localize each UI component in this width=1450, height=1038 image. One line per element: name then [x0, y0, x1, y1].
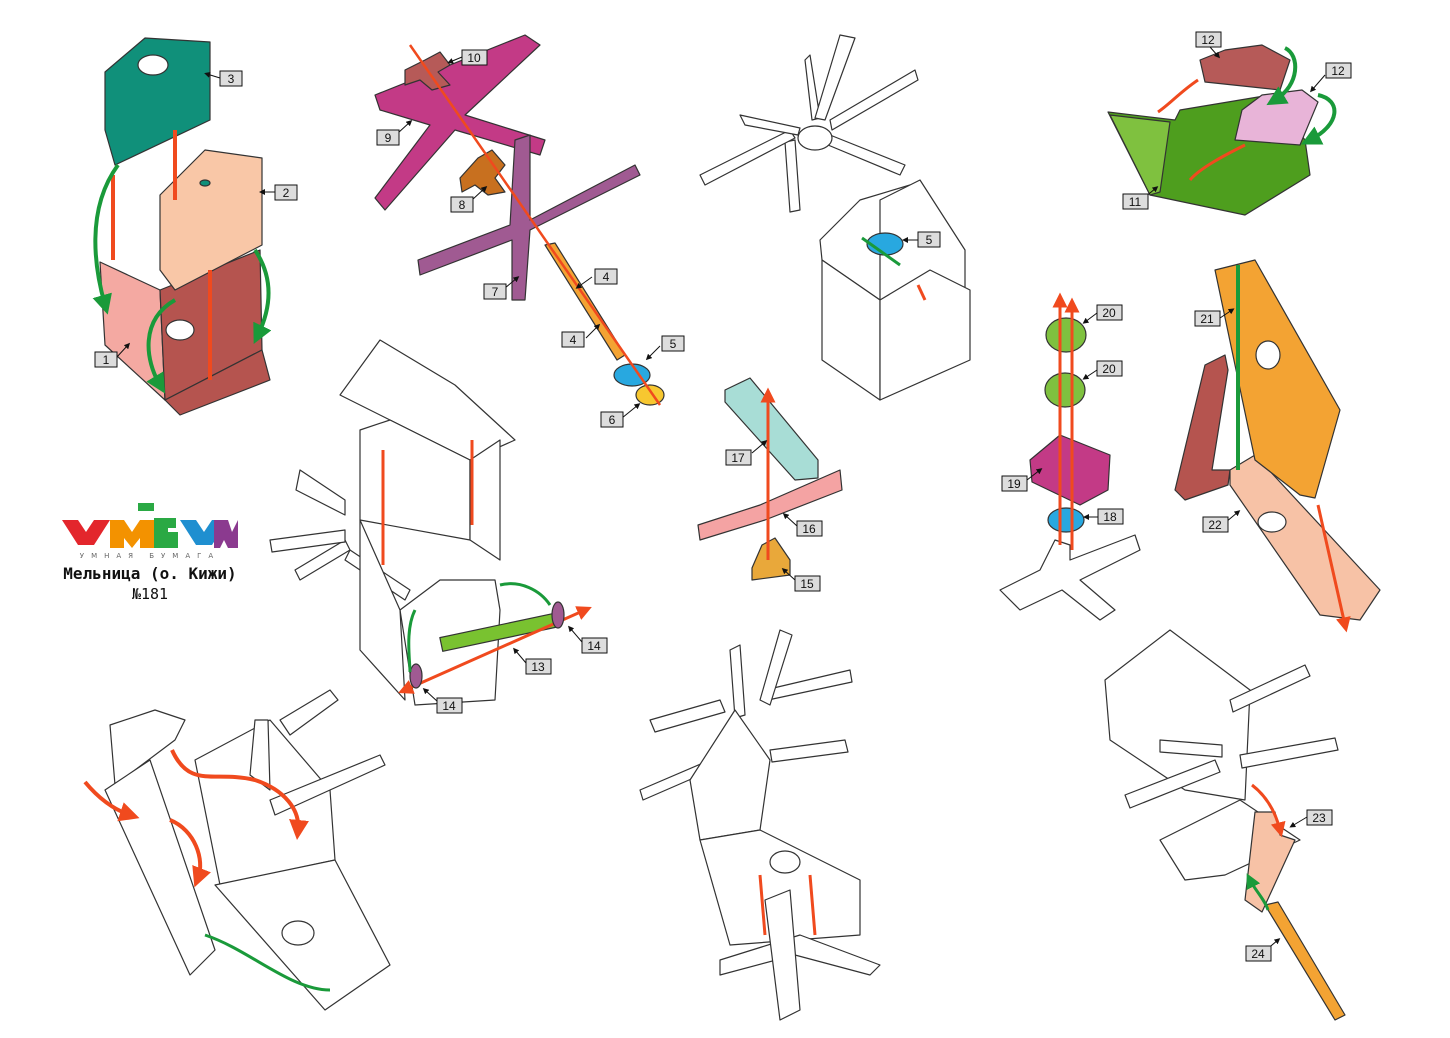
label-part-4a: 4 — [575, 268, 618, 289]
step-house-body — [92, 37, 272, 416]
part-15-support — [751, 537, 791, 581]
svg-text:7: 7 — [492, 285, 499, 299]
part-12-flap-a — [1199, 44, 1291, 91]
part-12-flap-b — [1234, 89, 1319, 146]
svg-text:21: 21 — [1200, 312, 1214, 326]
svg-text:1: 1 — [103, 353, 110, 367]
label-part-5b: 5 — [902, 231, 941, 248]
step-bottom-view — [639, 629, 881, 1021]
label-part-21: 21 — [1194, 308, 1235, 327]
label-part-3: 3 — [204, 70, 243, 87]
svg-text:19: 19 — [1007, 477, 1021, 491]
label-part-20a: 20 — [1082, 304, 1123, 324]
label-part-18: 18 — [1083, 508, 1124, 525]
brand-block: УМНАЯ БУМАГА Мельница (о. Кижи) №181 — [40, 500, 260, 603]
model-title: Мельница (о. Кижи) — [63, 564, 237, 583]
step-sails-cross — [374, 34, 665, 406]
svg-text:6: 6 — [609, 413, 616, 427]
step-roof-flaps — [1107, 44, 1337, 216]
label-part-16: 16 — [782, 512, 823, 537]
part-2-back-wall — [159, 149, 263, 291]
label-part-15: 15 — [781, 567, 821, 592]
label-part-12b: 12 — [1310, 62, 1352, 93]
part-1-hole — [165, 319, 195, 341]
svg-text:18: 18 — [1103, 510, 1117, 524]
part-2-hole — [199, 179, 211, 187]
label-part-23: 23 — [1289, 809, 1333, 828]
label-part-20b: 20 — [1082, 360, 1123, 380]
part-22-stand — [1174, 354, 1231, 501]
svg-text:22: 22 — [1208, 518, 1222, 532]
brand-logo — [62, 503, 238, 548]
label-part-12a: 12 — [1195, 31, 1222, 59]
svg-text:3: 3 — [228, 72, 235, 86]
step-axle-assembly — [269, 339, 592, 706]
label-part-5a: 5 — [645, 335, 685, 361]
part-6-washer — [635, 384, 665, 406]
model-number: №181 — [131, 585, 169, 603]
part-3-front-wall — [104, 37, 211, 166]
label-part-8: 8 — [450, 185, 488, 213]
part-19-collar — [1029, 434, 1111, 506]
label-part-1: 1 — [94, 342, 131, 368]
step-turning-post — [999, 292, 1141, 621]
svg-text:23: 23 — [1312, 811, 1326, 825]
part-4-shaft — [544, 242, 626, 361]
svg-text:13: 13 — [531, 660, 545, 674]
svg-text:11: 11 — [1129, 195, 1142, 209]
part-24-handle — [1264, 901, 1346, 1021]
step-mill-with-sails — [699, 34, 971, 401]
label-part-22: 22 — [1202, 510, 1241, 533]
svg-text:17: 17 — [731, 451, 745, 465]
step-ladder-handle — [1104, 629, 1346, 1021]
label-part-4b: 4 — [561, 323, 601, 348]
label-part-2: 2 — [259, 184, 298, 201]
svg-text:4: 4 — [570, 333, 577, 347]
part-1-floor — [164, 349, 271, 416]
part-14-washer-right — [551, 601, 565, 629]
label-part-19: 19 — [1001, 468, 1043, 492]
label-part-10: 10 — [447, 49, 488, 66]
svg-text:8: 8 — [459, 198, 466, 212]
svg-text:4: 4 — [603, 270, 610, 284]
label-part-14a: 14 — [568, 625, 608, 654]
part-18-washer — [1047, 507, 1085, 533]
part-3-window-hole — [137, 54, 169, 76]
step-tail-pole — [1174, 259, 1381, 633]
svg-text:15: 15 — [800, 577, 814, 591]
label-part-24: 24 — [1245, 938, 1281, 962]
svg-text:14: 14 — [587, 639, 601, 653]
part-16-bracket — [697, 469, 843, 541]
svg-text:20: 20 — [1102, 362, 1116, 376]
svg-text:9: 9 — [385, 131, 392, 145]
part-21-pole — [1214, 259, 1341, 499]
label-part-6: 6 — [600, 403, 641, 428]
logo-spacer — [40, 500, 260, 550]
part-17-bracket — [724, 377, 819, 481]
svg-text:24: 24 — [1251, 947, 1265, 961]
part-14-washer-left — [409, 663, 423, 689]
label-part-13: 13 — [513, 647, 552, 675]
svg-text:12: 12 — [1201, 33, 1215, 47]
part-20-disc-lower — [1044, 372, 1086, 408]
svg-text:12: 12 — [1331, 64, 1345, 78]
part-20-disc-upper — [1045, 317, 1087, 353]
svg-text:5: 5 — [926, 233, 933, 247]
label-part-7: 7 — [483, 276, 520, 300]
part-labels: 1 2 3 4 4 5 5 6 7 8 9 10 11 12 12 13 14 … — [94, 31, 1352, 962]
svg-text:16: 16 — [802, 522, 816, 536]
label-part-14b: 14 — [422, 687, 463, 714]
label-part-11: 11 — [1122, 186, 1159, 210]
step-post-base — [697, 377, 843, 581]
svg-text:10: 10 — [467, 51, 481, 65]
svg-text:14: 14 — [442, 699, 456, 713]
brand-tagline: УМНАЯ БУМАГА — [79, 552, 221, 560]
label-part-17: 17 — [725, 440, 768, 466]
svg-text:5: 5 — [670, 337, 677, 351]
svg-text:2: 2 — [283, 186, 290, 200]
step-tail-assembly — [83, 689, 391, 1011]
label-part-9: 9 — [376, 119, 413, 146]
svg-text:20: 20 — [1102, 306, 1116, 320]
